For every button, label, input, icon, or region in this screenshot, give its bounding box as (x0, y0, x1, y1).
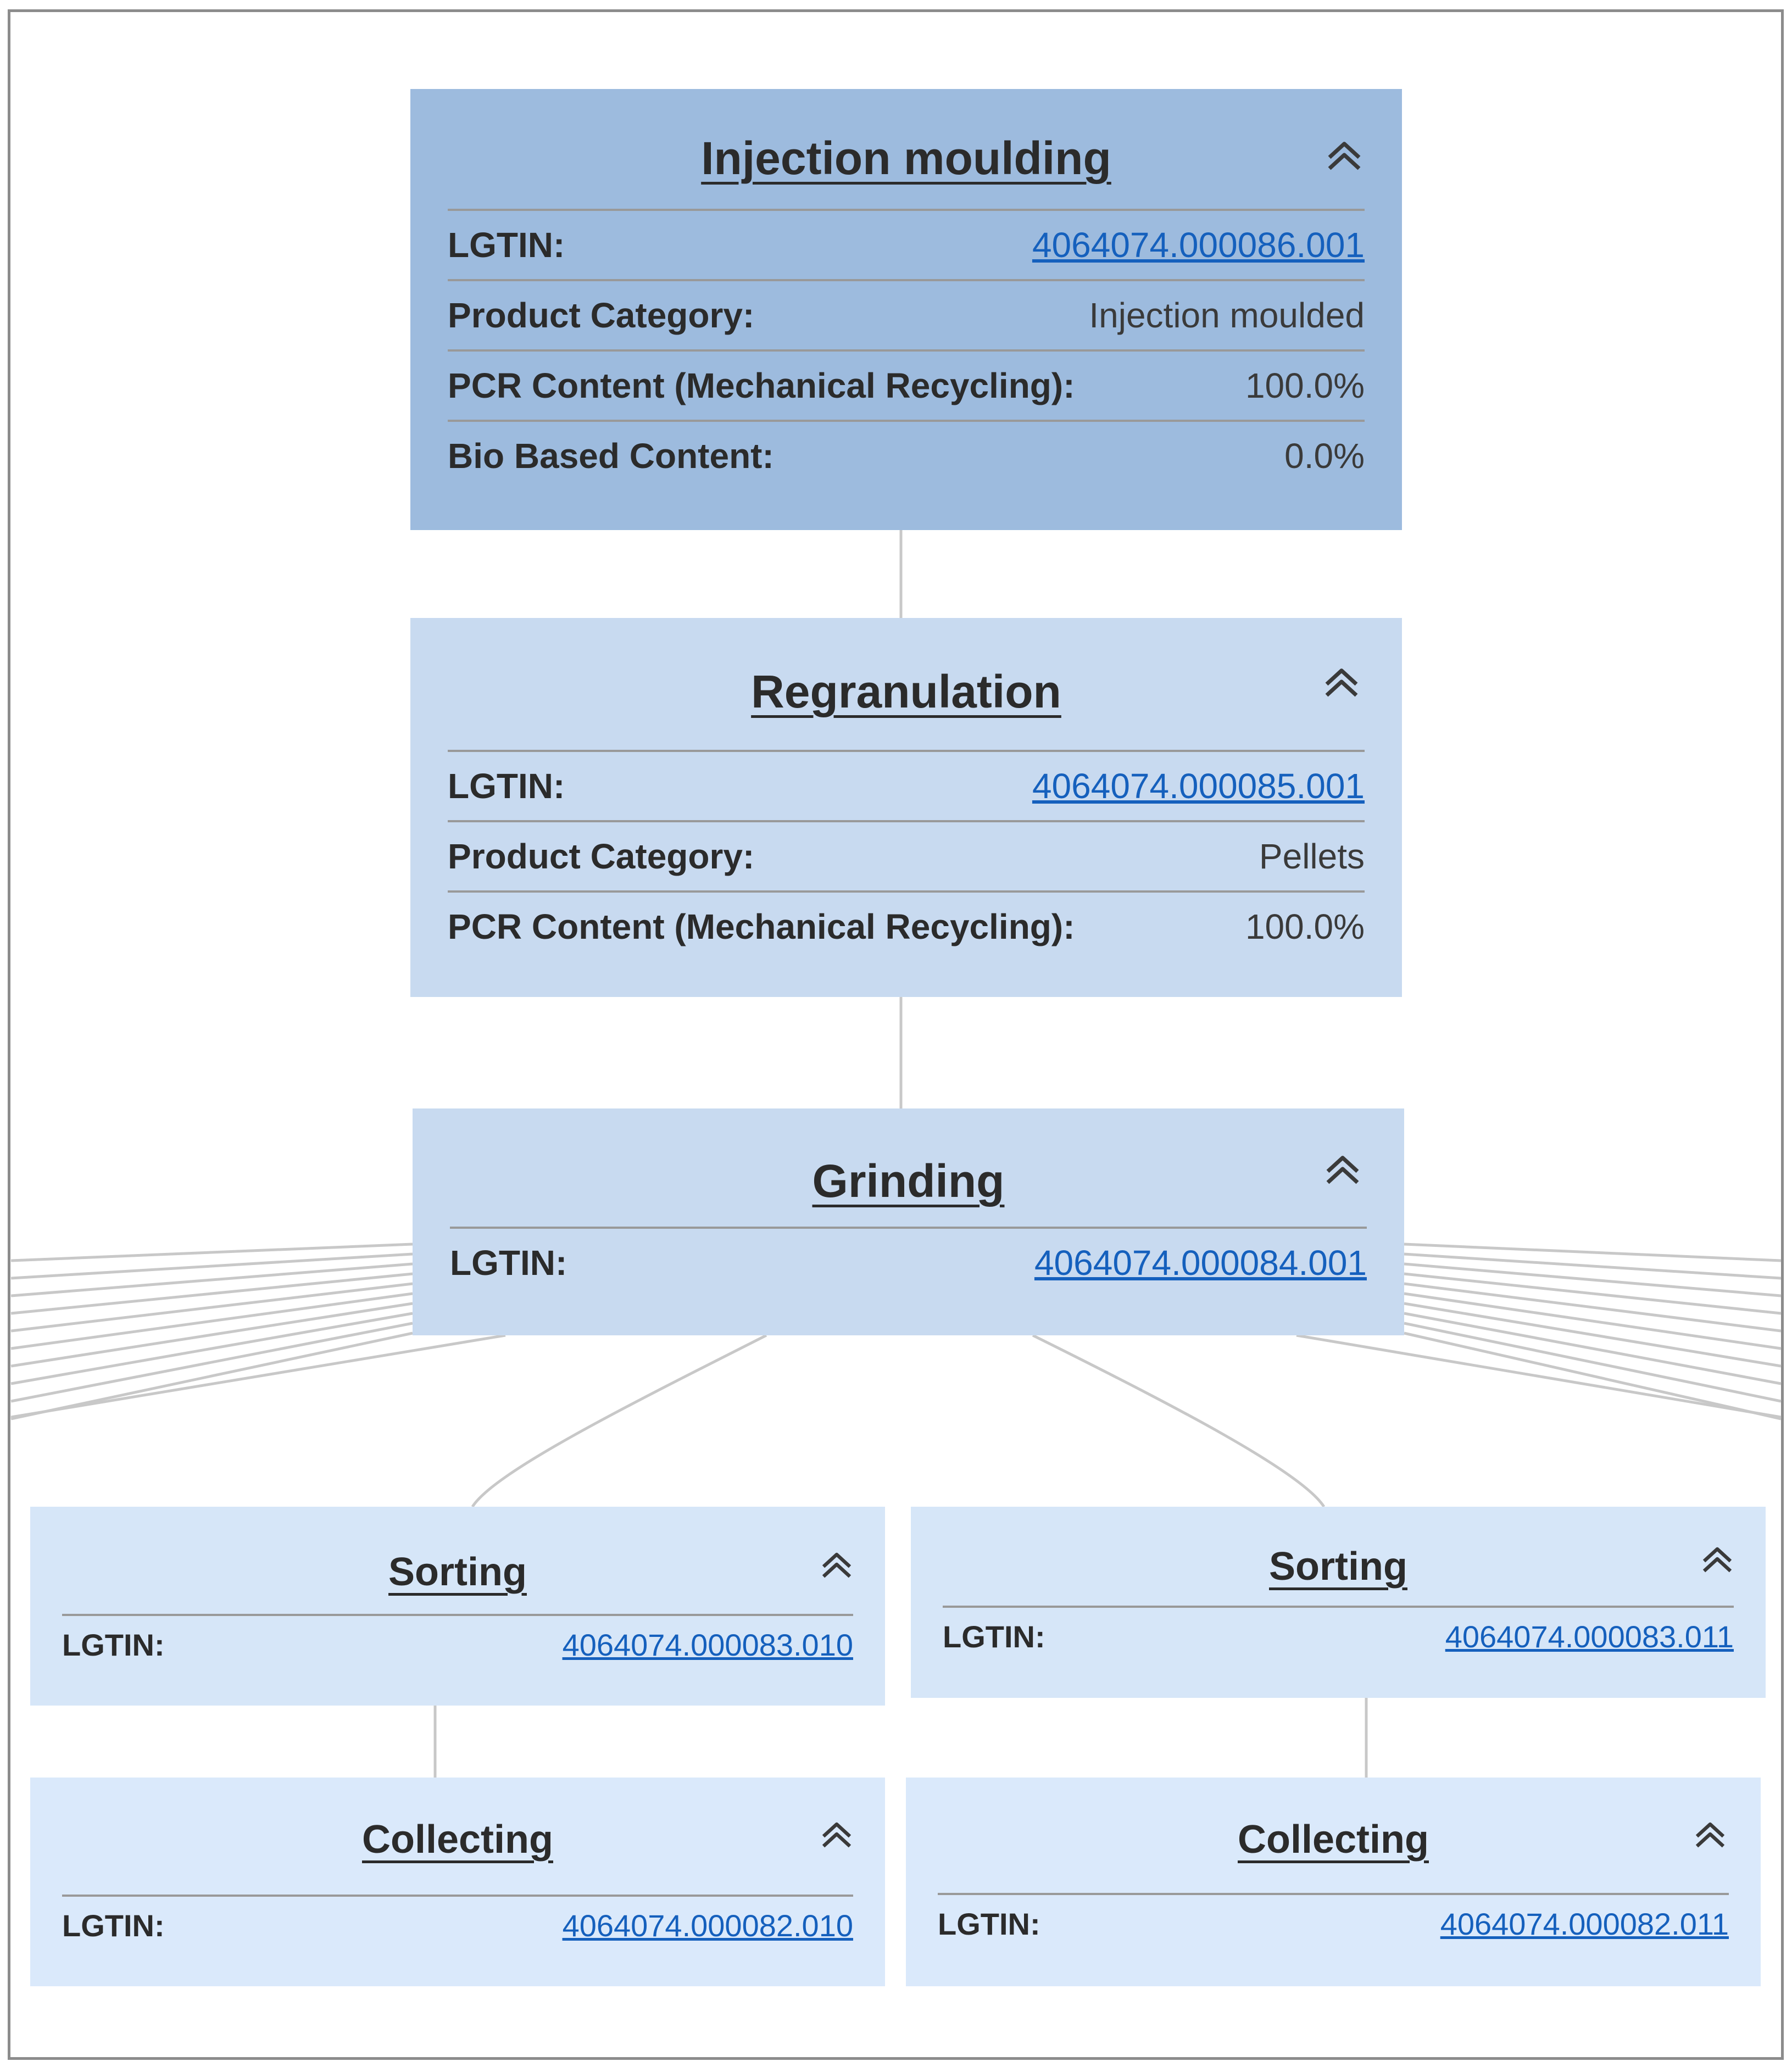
edge-offscreen-right (1404, 1331, 1782, 1420)
lgtin-link[interactable]: 4064074.000086.001 (1032, 225, 1365, 265)
node-injection-moulding[interactable]: Injection moulding LGTIN: 4064074.000086.… (410, 89, 1402, 530)
node-sorting-left[interactable]: Sorting LGTIN: 4064074.000083.010 (30, 1507, 885, 1706)
edge-offscreen-left (10, 1322, 413, 1403)
row-value: 100.0% (1245, 907, 1365, 946)
row-label: Bio Based Content: (448, 436, 774, 476)
edge-grinding-sorting-left (471, 1334, 767, 1508)
node-title[interactable]: Grinding (812, 1155, 1005, 1207)
lgtin-link[interactable]: 4064074.000083.011 (1445, 1619, 1734, 1654)
node-rows: LGTIN: 4064074.000084.001 (450, 1227, 1367, 1297)
node-grinding[interactable]: Grinding LGTIN: 4064074.000084.001 (413, 1108, 1404, 1335)
edge-offscreen-left (10, 1272, 413, 1315)
edge-offscreen-right (1296, 1334, 1782, 1419)
row-label: PCR Content (Mechanical Recycling): (448, 907, 1075, 946)
row-label: LGTIN: (938, 1906, 1040, 1941)
collapse-icon[interactable] (1685, 1809, 1735, 1859)
node-title[interactable]: Sorting (1269, 1545, 1407, 1589)
node-row: LGTIN: 4064074.000085.001 (448, 750, 1365, 820)
lgtin-link[interactable]: 4064074.000085.001 (1032, 766, 1365, 806)
edge-offscreen-left (10, 1312, 413, 1385)
row-value: 0.0% (1284, 436, 1365, 476)
collapse-icon[interactable] (1317, 127, 1372, 182)
node-title[interactable]: Injection moulding (701, 132, 1111, 184)
row-label: LGTIN: (62, 1908, 165, 1943)
edge-offscreen-left (10, 1292, 413, 1350)
node-row: LGTIN: 4064074.000082.011 (938, 1893, 1729, 1952)
node-title[interactable]: Regranulation (751, 666, 1061, 717)
edge-offscreen-right (1404, 1312, 1782, 1385)
edge-offscreen-right (1404, 1272, 1782, 1315)
edge-offscreen-left (10, 1302, 413, 1368)
collapse-icon[interactable] (812, 1540, 861, 1589)
chevron-double-up-icon (822, 1552, 852, 1578)
node-row: Bio Based Content: 0.0% (448, 420, 1365, 490)
collapse-icon[interactable] (1315, 1141, 1370, 1196)
chevron-double-up-icon (822, 1822, 852, 1848)
row-value: 100.0% (1245, 366, 1365, 405)
chevron-double-up-icon (1326, 1156, 1359, 1184)
node-row: Product Category: Injection moulded (448, 279, 1365, 349)
edge-offscreen-left (10, 1282, 413, 1333)
collapse-icon[interactable] (1693, 1534, 1742, 1584)
node-row: Product Category: Pellets (448, 820, 1365, 890)
edge-offscreen-right (1404, 1262, 1782, 1297)
node-row: LGTIN: 4064074.000086.001 (448, 209, 1365, 279)
node-row: LGTIN: 4064074.000082.010 (62, 1895, 853, 1954)
node-rows: LGTIN: 4064074.000083.011 (943, 1606, 1734, 1665)
edge-offscreen-right (1404, 1302, 1782, 1368)
row-label: LGTIN: (943, 1619, 1045, 1654)
node-row: PCR Content (Mechanical Recycling): 100.0… (448, 890, 1365, 961)
row-label: PCR Content (Mechanical Recycling): (448, 366, 1075, 405)
node-row: LGTIN: 4064074.000083.010 (62, 1614, 853, 1673)
row-value: Pellets (1259, 837, 1365, 876)
node-collecting-right[interactable]: Collecting LGTIN: 4064074.000082.011 (906, 1778, 1761, 1986)
node-row: LGTIN: 4064074.000083.011 (943, 1606, 1734, 1665)
edge-offscreen-right (1404, 1243, 1782, 1262)
node-collecting-left[interactable]: Collecting LGTIN: 4064074.000082.010 (30, 1778, 885, 1986)
collapse-icon[interactable] (812, 1809, 861, 1859)
node-title[interactable]: Collecting (1237, 1818, 1429, 1862)
edge-offscreen-left (10, 1243, 413, 1262)
lgtin-link[interactable]: 4064074.000082.011 (1440, 1906, 1729, 1941)
node-rows: LGTIN: 4064074.000082.010 (62, 1895, 853, 1954)
chevron-double-up-icon (1325, 668, 1358, 697)
node-rows: LGTIN: 4064074.000082.011 (938, 1893, 1729, 1952)
lgtin-link[interactable]: 4064074.000083.010 (562, 1627, 853, 1662)
edge-offscreen-left (10, 1331, 413, 1420)
edge-offscreen-right (1404, 1252, 1782, 1280)
edge-offscreen-left (10, 1252, 413, 1280)
chevron-double-up-icon (1695, 1822, 1725, 1848)
chevron-double-up-icon (1328, 142, 1361, 170)
node-row: LGTIN: 4064074.000084.001 (450, 1227, 1367, 1297)
chevron-double-up-icon (1702, 1547, 1732, 1573)
collapse-icon[interactable] (1314, 654, 1369, 709)
edge-offscreen-right (1404, 1292, 1782, 1350)
edge-offscreen-left (10, 1334, 506, 1419)
node-sorting-right[interactable]: Sorting LGTIN: 4064074.000083.011 (911, 1507, 1766, 1698)
row-label: Product Category: (448, 296, 755, 335)
node-row: PCR Content (Mechanical Recycling): 100.0… (448, 349, 1365, 420)
lgtin-link[interactable]: 4064074.000082.010 (562, 1908, 853, 1943)
row-label: LGTIN: (62, 1627, 165, 1662)
edge-offscreen-right (1404, 1282, 1782, 1333)
node-title[interactable]: Sorting (388, 1550, 527, 1594)
row-label: Product Category: (448, 837, 755, 876)
row-label: LGTIN: (450, 1243, 567, 1283)
row-value: Injection moulded (1089, 296, 1365, 335)
edge-offscreen-right (1404, 1322, 1782, 1403)
lgtin-link[interactable]: 4064074.000084.001 (1034, 1243, 1367, 1283)
node-rows: LGTIN: 4064074.000083.010 (62, 1614, 853, 1673)
node-title[interactable]: Collecting (361, 1818, 553, 1862)
edge-offscreen-left (10, 1262, 413, 1297)
row-label: LGTIN: (448, 766, 565, 806)
row-label: LGTIN: (448, 225, 565, 265)
edge-grinding-sorting-right (1032, 1334, 1326, 1508)
